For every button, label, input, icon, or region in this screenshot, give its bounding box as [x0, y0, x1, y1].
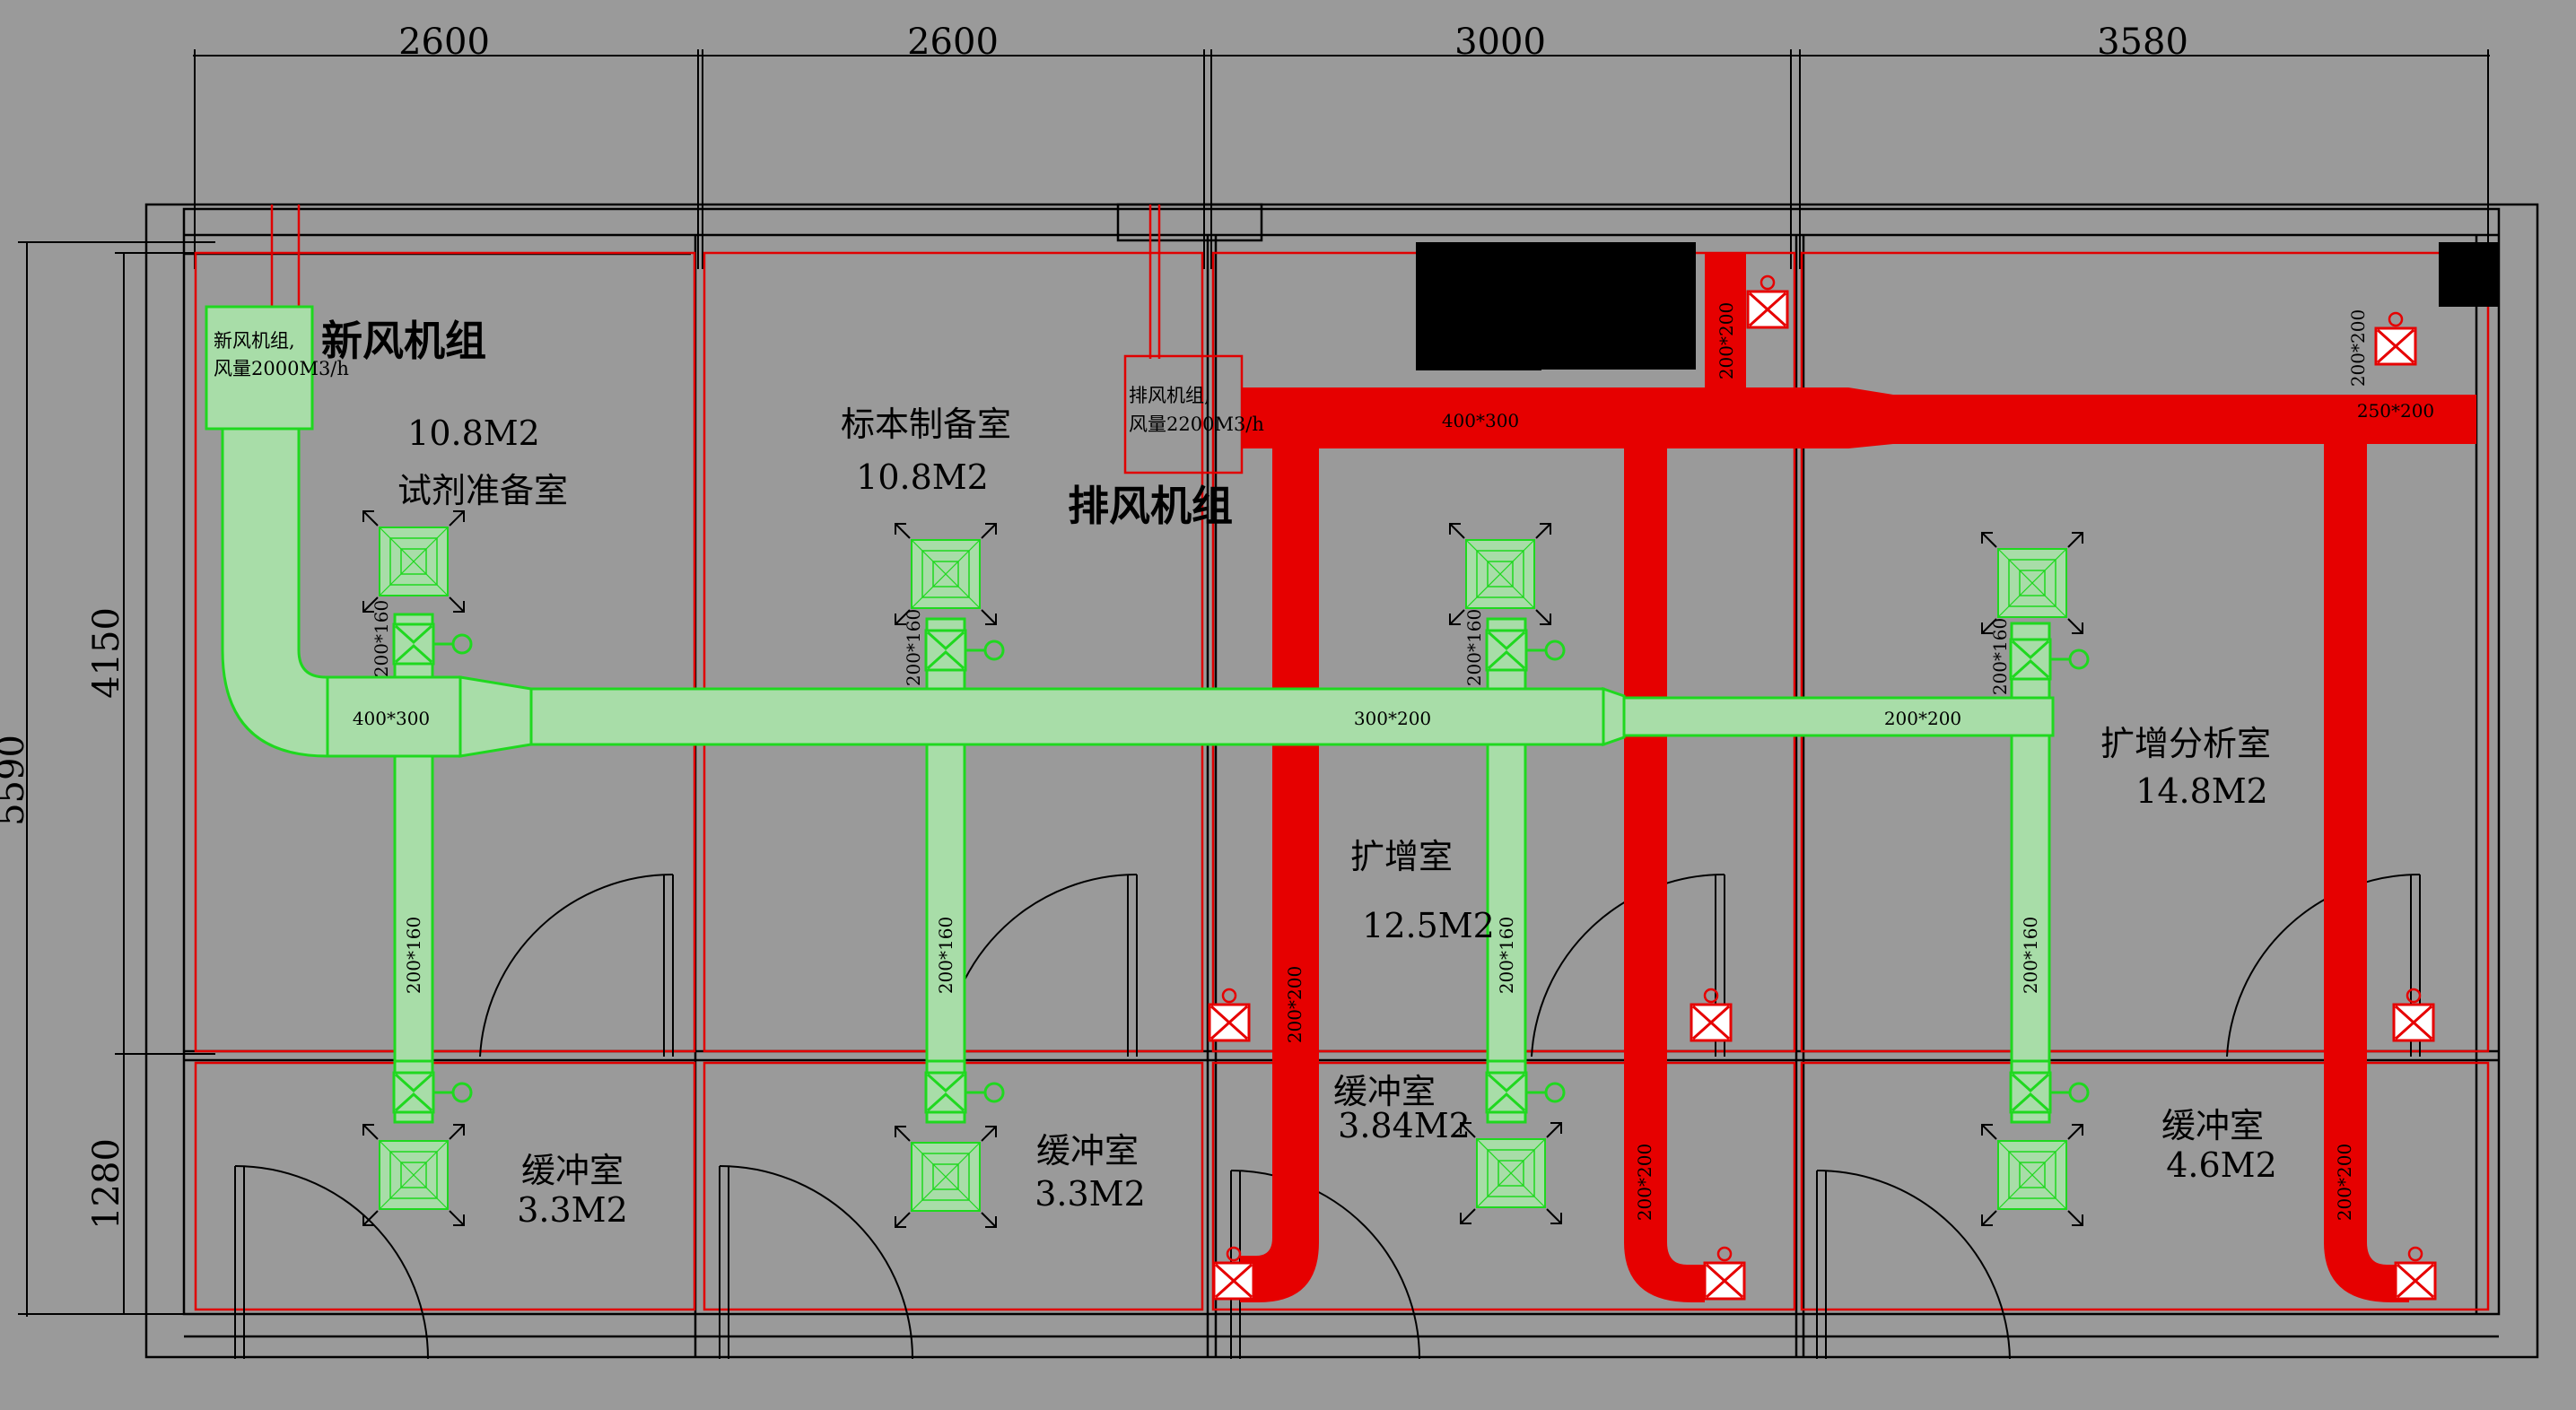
- room-name-1: 试剂准备室: [397, 471, 568, 510]
- duct-label-exhaust-main: 400*300: [1442, 410, 1519, 431]
- duct-label-exhaust-drop-2: 200*200: [1634, 1144, 1655, 1221]
- duct-label-exhaust-drop-1: 200*200: [1284, 966, 1305, 1043]
- exhaust-ducts: [1240, 253, 2476, 1302]
- dimension-lines: [18, 49, 2490, 1317]
- duct-label-exhaust-end: 250*200: [2357, 400, 2434, 422]
- duct-label-exhaust-riser: 200*200: [1716, 302, 1737, 379]
- room-name-6: 缓冲室: [1036, 1131, 1139, 1171]
- room-area-3: 12.5M2: [1362, 906, 1495, 945]
- room-area-4: 14.8M2: [2135, 771, 2268, 811]
- room-area-5: 3.3M2: [517, 1190, 628, 1230]
- exhaust-unit: [1123, 354, 1244, 474]
- doors: [234, 873, 2421, 1360]
- room-area-6: 3.3M2: [1035, 1174, 1146, 1214]
- room-name-3: 扩增室: [1350, 837, 1453, 876]
- duct-label-branch-2: 200*160: [935, 917, 956, 994]
- room-area-8: 4.6M2: [2166, 1145, 2277, 1185]
- duct-label-branch-4: 200*160: [2020, 917, 2041, 994]
- room-name-2: 标本制备室: [841, 405, 1011, 444]
- dim-top-3: 3000: [1454, 22, 1546, 63]
- room-area-7: 3.84M2: [1338, 1106, 1471, 1145]
- duct-label-drop-4: 200*160: [1989, 618, 2011, 695]
- fresh-air-unit-label-2: 风量2000M3/h: [214, 358, 349, 379]
- duct-label-supply-main-1: 400*300: [353, 708, 430, 729]
- fresh-air-unit-title: 新风机组: [321, 317, 486, 365]
- duct-label-supply-main-2: 300*200: [1354, 708, 1431, 729]
- duct-label-supply-main-3: 200*200: [1884, 708, 1961, 729]
- exhaust-unit-label-2: 风量2200M3/h: [1129, 413, 1264, 435]
- dim-left-lower: 1280: [86, 1138, 127, 1230]
- dim-left-total: 5590: [0, 735, 32, 826]
- dim-left-upper: 4150: [86, 607, 127, 699]
- dim-top-2: 2600: [907, 22, 999, 63]
- room-name-8: 缓冲室: [2161, 1106, 2264, 1145]
- fresh-air-unit-label-1: 新风机组,: [214, 330, 295, 352]
- dim-top-4: 3580: [2097, 22, 2188, 63]
- dim-top-1: 2600: [398, 22, 490, 63]
- duct-label-drop-2: 200*160: [903, 609, 924, 686]
- duct-label-exhaust-top-right: 200*200: [2347, 309, 2369, 387]
- structural-blocks: [1416, 242, 2498, 370]
- room-name-4: 扩增分析室: [2100, 724, 2271, 763]
- duct-label-branch-1: 200*160: [403, 917, 424, 994]
- room-name-5: 缓冲室: [521, 1151, 624, 1190]
- room-area-1: 10.8M2: [407, 413, 540, 453]
- fresh-air-unit: [205, 305, 314, 431]
- exhaust-unit-label-1: 排风机组,: [1129, 385, 1210, 406]
- duct-label-drop-1: 200*160: [371, 600, 392, 677]
- air-diffusers: [362, 510, 2083, 1228]
- duct-label-exhaust-drop-3: 200*200: [2334, 1144, 2355, 1221]
- duct-label-drop-3: 200*160: [1463, 609, 1485, 686]
- exhaust-unit-title: 排风机组: [1068, 482, 1233, 530]
- room-name-7: 缓冲室: [1333, 1072, 1436, 1111]
- duct-label-branch-3: 200*160: [1496, 917, 1517, 994]
- room-area-2: 10.8M2: [856, 457, 989, 497]
